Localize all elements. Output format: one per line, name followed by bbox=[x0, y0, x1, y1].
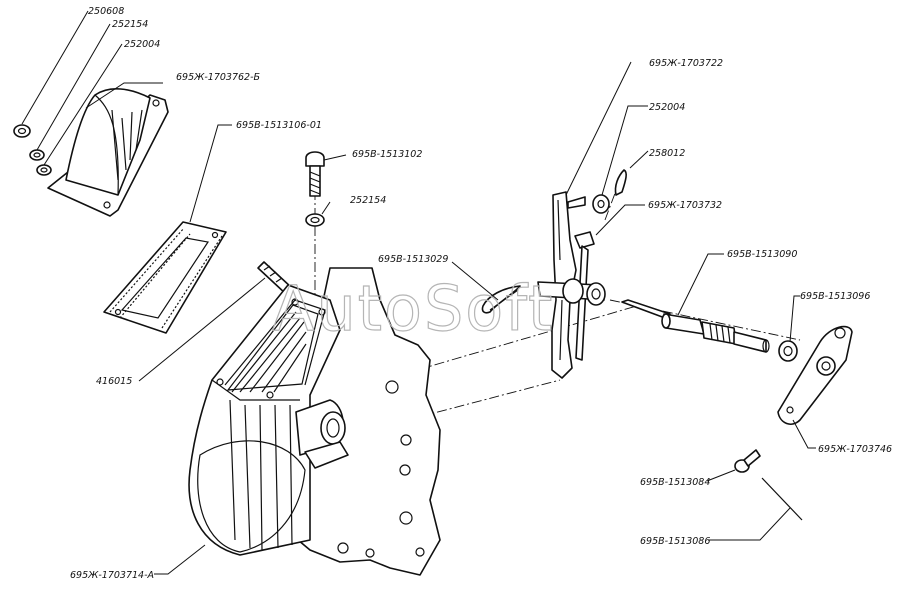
label-695zh-1703746: 695Ж-1703746 bbox=[818, 444, 892, 455]
label-250608: 250608 bbox=[88, 6, 124, 17]
cotter-pin-695v-1513029 bbox=[481, 285, 521, 314]
leader-lines bbox=[21, 10, 816, 575]
pin-695v-1513086 bbox=[761, 477, 803, 521]
label-416015: 416015 bbox=[96, 376, 132, 387]
label-695v-1513029: 695В-1513029 bbox=[378, 254, 448, 265]
lever-plate-695zh-1703746 bbox=[777, 325, 853, 425]
washer-252004-right bbox=[592, 194, 610, 214]
label-252004-right: 252004 bbox=[649, 102, 685, 113]
label-252004-top: 252004 bbox=[124, 39, 160, 50]
label-695v-1513106-01: 695В-1513106-01 bbox=[236, 120, 322, 131]
label-252154-mid: 252154 bbox=[350, 195, 386, 206]
part-labels: 250608 252154 252004 695Ж-1703762-Б 695В… bbox=[70, 6, 892, 581]
label-695v-1513096: 695В-1513096 bbox=[800, 291, 870, 302]
label-695zh-1703722: 695Ж-1703722 bbox=[649, 58, 723, 69]
label-695v-1513084: 695В-1513084 bbox=[640, 477, 710, 488]
cotter-pin-258012 bbox=[614, 169, 627, 196]
label-695zh-1703714-a: 695Ж-1703714-А bbox=[70, 570, 154, 581]
housing-695zh-1703714 bbox=[188, 267, 441, 576]
lever-695zh-1703722 bbox=[537, 191, 606, 379]
watermark-text: AutoSoft bbox=[272, 272, 554, 345]
bolt-695v-1513102 bbox=[305, 151, 325, 197]
label-258012: 258012 bbox=[649, 148, 685, 159]
label-695zh-1703762-6: 695Ж-1703762-Б bbox=[176, 72, 261, 83]
washer-252004-top bbox=[36, 164, 52, 176]
label-252154-top: 252154 bbox=[112, 19, 148, 30]
washer-252154-mid bbox=[305, 213, 325, 227]
rod-695v-1513090 bbox=[621, 299, 770, 353]
gasket-695v-1513106 bbox=[103, 221, 227, 334]
bolt-695v-1513084 bbox=[734, 449, 761, 473]
label-695v-1513086: 695В-1513086 bbox=[640, 536, 710, 547]
nut-250608 bbox=[13, 124, 31, 138]
label-695v-1513090: 695В-1513090 bbox=[727, 249, 797, 260]
label-695zh-1703732: 695Ж-1703732 bbox=[648, 200, 722, 211]
washer-252154-top bbox=[29, 149, 45, 161]
nut-695v-1513096 bbox=[778, 340, 798, 362]
label-695v-1513102: 695В-1513102 bbox=[352, 149, 422, 160]
cover-695zh-1703762 bbox=[47, 88, 169, 217]
